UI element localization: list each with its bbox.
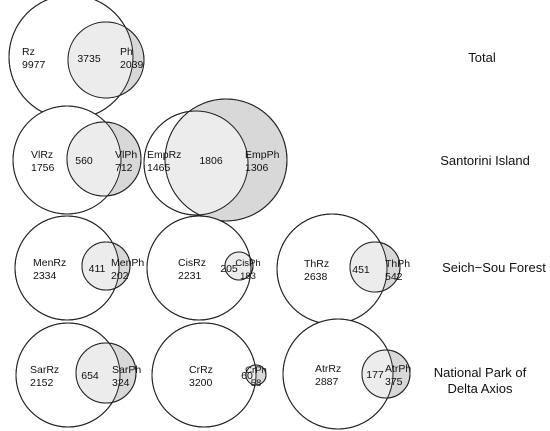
rz-circle-outline xyxy=(151,322,257,428)
rz-count-label: 1756 xyxy=(31,162,55,174)
rz-name-label: MenRz xyxy=(33,257,66,269)
overlap-region xyxy=(67,122,121,196)
rz-circle-outline xyxy=(282,318,394,430)
overlap-region xyxy=(362,350,393,398)
ph-circle-outline xyxy=(245,364,267,386)
ph-count-label: 1306 xyxy=(245,162,269,174)
rz-circle-outline xyxy=(12,105,122,215)
rz-count-label: 2231 xyxy=(178,270,202,282)
overlap-count-label: 1806 xyxy=(199,155,223,167)
ph-circle-outline xyxy=(224,251,254,281)
row-label-line: Total xyxy=(468,50,496,65)
overlap-region xyxy=(165,111,248,215)
rz-name-label: VlRz xyxy=(31,149,53,161)
rz-name-label: CrRz xyxy=(189,364,213,376)
rz-name-label: Rz xyxy=(22,46,35,58)
overlap-count-label: 451 xyxy=(352,264,370,276)
row-label-1: Santorini Island xyxy=(440,153,530,168)
ph-count-label: 324 xyxy=(112,377,130,389)
overlap-region xyxy=(68,22,133,98)
rz-circle-outline xyxy=(146,215,252,321)
rz-circle-outline xyxy=(15,322,121,428)
ph-name-label: VlPh xyxy=(115,149,137,161)
ph-name-label: MenPh xyxy=(111,257,144,269)
ph-count-label: 375 xyxy=(385,376,403,388)
overlap-count-label: 654 xyxy=(81,370,99,382)
rz-count-label: 2152 xyxy=(30,377,54,389)
ph-count-label: 202 xyxy=(111,270,129,282)
overlap-count-label: 177 xyxy=(366,369,384,381)
ph-circle-outline xyxy=(164,98,288,222)
rz-count-label: 3200 xyxy=(189,377,213,389)
overlap-region xyxy=(246,365,256,385)
ph-name-label: Ph xyxy=(120,46,133,58)
ph-name-label: CisPh xyxy=(235,258,260,269)
ph-count-label: 712 xyxy=(115,162,133,174)
row-label-line: Seich−Sou Forest xyxy=(442,260,546,275)
rz-circle-outline xyxy=(143,110,249,216)
rz-count-label: 2887 xyxy=(315,376,339,388)
ph-circle-outline xyxy=(349,241,401,293)
ph-name-label: SarPh xyxy=(112,364,141,376)
ph-circle-outline xyxy=(81,241,131,291)
ph-count-label: 58 xyxy=(251,378,262,389)
rz-count-label: 9977 xyxy=(22,59,46,71)
rz-name-label: SarRz xyxy=(30,364,59,376)
rz-name-label: AtrRz xyxy=(315,363,341,375)
row-label-0: Total xyxy=(468,50,496,65)
ph-circle-outline xyxy=(67,21,145,99)
ph-circle-outline xyxy=(361,349,411,399)
overlap-region xyxy=(225,252,251,280)
ph-circle-outline xyxy=(75,342,137,404)
overlap-count-label: 60 xyxy=(241,370,253,382)
rz-circle-outline xyxy=(14,215,120,321)
row-label-line: Santorini Island xyxy=(440,153,530,168)
ph-name-label: CrPh xyxy=(245,365,267,376)
ph-count-label: 2039 xyxy=(120,59,144,71)
overlap-count-label: 560 xyxy=(75,155,93,167)
ph-name-label: AtrPh xyxy=(385,363,411,375)
rz-count-label: 1465 xyxy=(147,162,171,174)
ph-count-label: 542 xyxy=(385,271,403,283)
rz-name-label: ThRz xyxy=(304,258,329,270)
ph-circle-outline xyxy=(66,121,142,197)
overlap-count-label: 205 xyxy=(220,263,238,275)
overlap-region xyxy=(76,343,120,403)
ph-name-label: EmpPh xyxy=(245,149,280,161)
row-label-line: National Park of xyxy=(434,365,527,380)
row-label-2: Seich−Sou Forest xyxy=(442,260,546,275)
rz-name-label: CisRz xyxy=(178,257,206,269)
row-label-line: Delta Axios xyxy=(447,381,513,396)
rz-name-label: EmpRz xyxy=(147,149,181,161)
rz-count-label: 2638 xyxy=(304,271,328,283)
rz-count-label: 2334 xyxy=(33,270,57,282)
overlap-region xyxy=(350,242,387,292)
ph-name-label: ThPh xyxy=(385,258,410,270)
overlap-count-label: 3735 xyxy=(77,53,101,65)
ph-count-label: 183 xyxy=(240,271,256,282)
overlap-count-label: 411 xyxy=(89,263,106,275)
